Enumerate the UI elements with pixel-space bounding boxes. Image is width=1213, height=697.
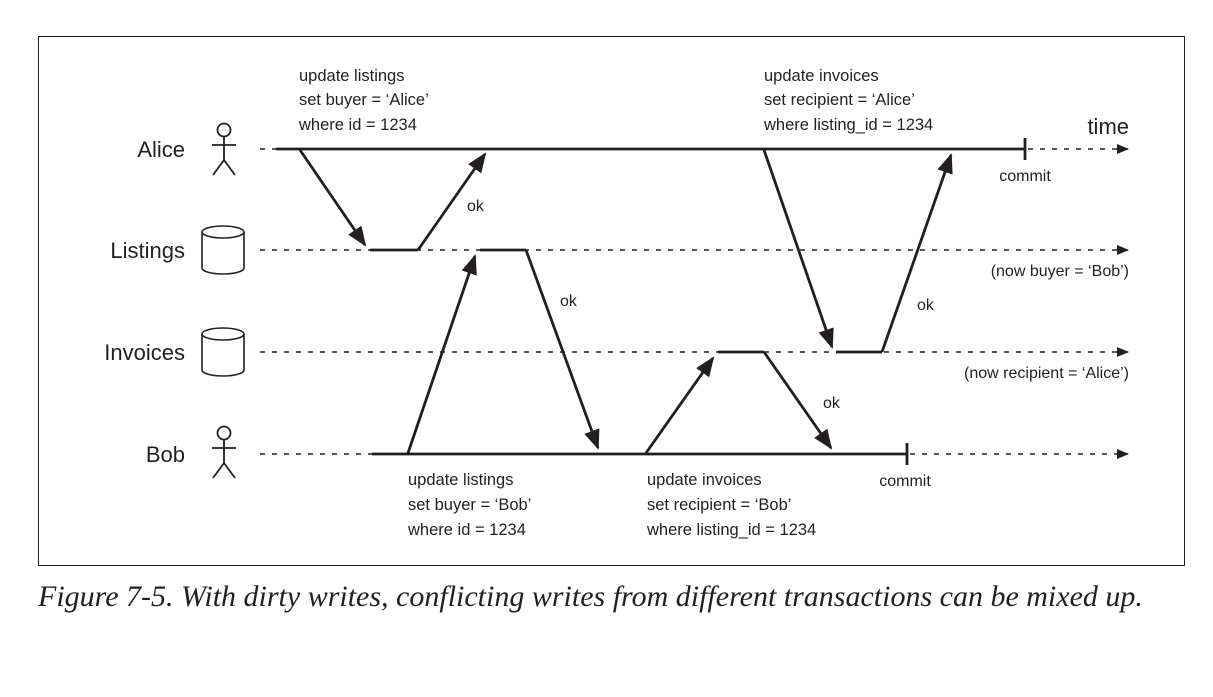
bob-commit-label: commit — [879, 473, 931, 490]
alice-person-icon — [212, 122, 236, 176]
note-line: where listing_id = 1234 — [646, 521, 816, 539]
bob-update-listings-note: update listings set buyer = ‘Bob’ where … — [407, 471, 531, 539]
alice-commit-label: commit — [999, 168, 1051, 185]
listings-state-note: (now buyer = ‘Bob’) — [991, 263, 1129, 280]
invoices-ok-to-alice-arrow — [880, 153, 953, 353]
listings-database-icon — [201, 225, 245, 275]
diagram-frame — [38, 36, 1185, 566]
note-line: where listing_id = 1234 — [763, 116, 933, 134]
note-line: set buyer = ‘Alice’ — [299, 91, 429, 109]
bob-write-listings-arrow — [406, 254, 477, 454]
alice-write-invoices-arrow — [762, 149, 834, 349]
bob-label: Bob — [146, 442, 185, 467]
note-line: set recipient = ‘Alice’ — [764, 91, 915, 109]
invoices-label: Invoices — [104, 340, 185, 365]
ok-label: ok — [560, 293, 578, 310]
ok-label: ok — [467, 198, 485, 215]
bob-update-invoices-note: update invoices set recipient = ‘Bob’ wh… — [646, 471, 816, 539]
time-axis-label: time — [1087, 114, 1129, 139]
note-line: update listings — [408, 471, 514, 489]
alice-update-listings-note: update listings set buyer = ‘Alice’ wher… — [298, 67, 429, 134]
listings-label: Listings — [110, 238, 185, 263]
note-line: where id = 1234 — [407, 521, 526, 539]
bob-write-invoices-arrow — [644, 356, 715, 454]
alice-write-listings-arrow — [298, 149, 367, 247]
note-line: set recipient = ‘Bob’ — [647, 496, 791, 514]
note-line: where id = 1234 — [298, 116, 417, 134]
ok-label: ok — [823, 395, 841, 412]
figure-caption: Figure 7-5. With dirty writes, conflicti… — [38, 580, 1143, 613]
invoices-state-note: (now recipient = ‘Alice’) — [964, 365, 1129, 382]
listings-ok-to-bob-arrow — [524, 249, 600, 450]
note-line: set buyer = ‘Bob’ — [408, 496, 531, 514]
alice-update-invoices-note: update invoices set recipient = ‘Alice’ … — [763, 67, 933, 134]
note-line: update listings — [299, 67, 405, 85]
listings-ok-to-alice-arrow — [416, 152, 487, 251]
ok-label: ok — [917, 297, 935, 314]
invoices-database-icon — [201, 327, 245, 377]
bob-person-icon — [212, 425, 236, 479]
note-line: update invoices — [764, 67, 879, 85]
alice-label: Alice — [137, 137, 185, 162]
invoices-ok-to-bob-arrow — [762, 351, 833, 450]
note-line: update invoices — [647, 471, 762, 489]
